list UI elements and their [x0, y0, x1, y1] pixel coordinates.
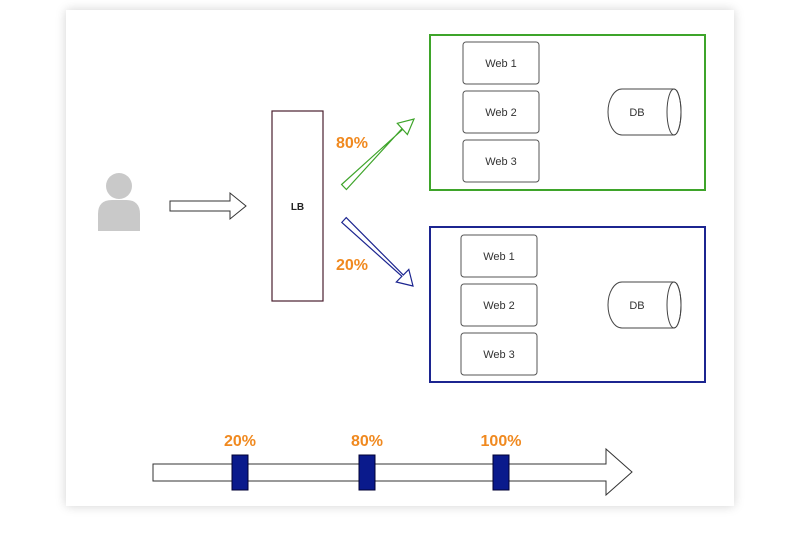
load-balancer-label: LB [291, 202, 304, 213]
load-balancer: LB [271, 110, 324, 302]
database-icon: DB [607, 88, 682, 136]
route-percent-primary: 80% [336, 135, 368, 152]
timeline-marker-label: 100% [481, 433, 522, 450]
cluster-secondary: Web 1 Web 2 Web 3 DB [429, 226, 706, 383]
route-percent-secondary: 20% [336, 257, 368, 274]
database-label: DB [629, 107, 644, 119]
user-icon [98, 173, 140, 231]
rollout-timeline: 20% 80% 100% [152, 433, 633, 497]
database-label: DB [629, 300, 644, 312]
web-server-label: Web 2 [485, 107, 517, 119]
web-server-label: Web 3 [485, 156, 517, 168]
database-icon: DB [607, 281, 682, 329]
web-server-label: Web 1 [485, 58, 517, 70]
web-server-label: Web 1 [483, 251, 515, 263]
timeline-marker [231, 454, 249, 491]
web-server-box: Web 1 [462, 41, 540, 85]
web-server-box: Web 3 [460, 332, 538, 376]
timeline-marker [492, 454, 510, 491]
web-server-label: Web 3 [483, 349, 515, 361]
web-server-box: Web 2 [460, 283, 538, 327]
user-to-lb-arrow [169, 191, 247, 221]
web-server-label: Web 2 [483, 300, 515, 312]
timeline-marker-label: 20% [224, 433, 256, 450]
web-server-box: Web 1 [460, 234, 538, 278]
web-server-box: Web 2 [462, 90, 540, 134]
timeline-marker-label: 80% [351, 433, 383, 450]
route-arrow-primary [340, 118, 416, 191]
timeline-arrow [152, 447, 633, 497]
timeline-marker [358, 454, 376, 491]
route-arrow-secondary [340, 216, 414, 287]
cluster-primary: Web 1 Web 2 Web 3 DB [429, 34, 706, 191]
web-server-box: Web 3 [462, 139, 540, 183]
